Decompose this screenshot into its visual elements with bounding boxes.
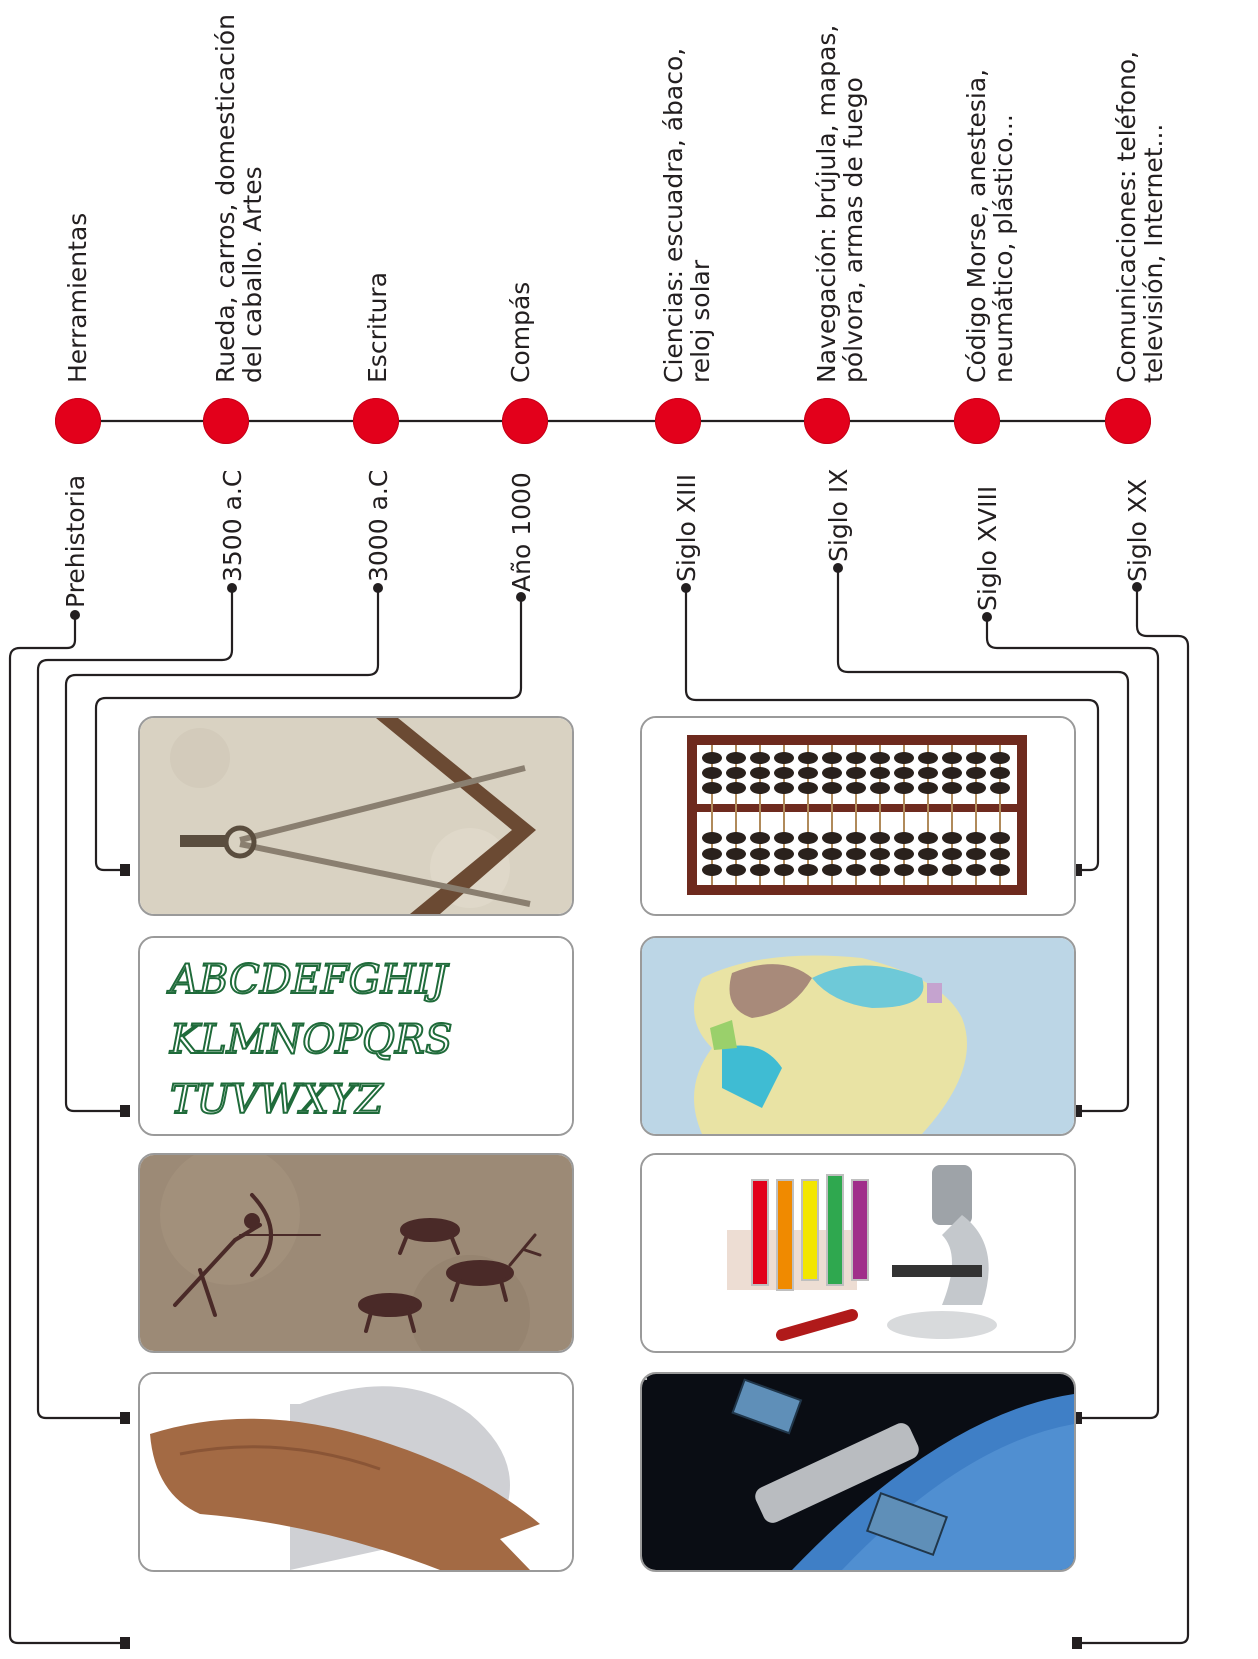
invention-label: Escritura bbox=[363, 271, 392, 383]
connector-prehistoria bbox=[8, 615, 128, 1645]
alphabet-writing-image: ABCDEFGHIJ KLMNOPQRS TUVWXYZ bbox=[138, 936, 574, 1136]
satellite-image bbox=[640, 1372, 1076, 1572]
connector-3000 bbox=[64, 588, 380, 1113]
cave-painting-image bbox=[138, 1153, 574, 1353]
map-image bbox=[640, 936, 1076, 1136]
timeline-node bbox=[55, 398, 101, 444]
connector-sigloIX bbox=[836, 568, 1130, 1113]
connector-sigloXIII bbox=[684, 588, 1100, 872]
connector-ano1000 bbox=[94, 597, 523, 872]
timeline-node bbox=[954, 398, 1000, 444]
invention-label: Herramientas bbox=[63, 212, 92, 383]
era-label: Prehistoria bbox=[61, 474, 90, 608]
era-label: Siglo XIII bbox=[672, 473, 701, 582]
timeline-node bbox=[804, 398, 850, 444]
era-label: Año 1000 bbox=[507, 472, 536, 592]
timeline-node bbox=[502, 398, 548, 444]
invention-label: Navegación: brújula, mapas,pólvora, arma… bbox=[812, 24, 868, 383]
invention-label: Compás bbox=[506, 281, 535, 383]
invention-label: Comunicaciones: teléfono,televisión, Int… bbox=[1112, 50, 1168, 383]
alphabet-row: ABCDEFGHIJ bbox=[166, 957, 449, 1003]
microscope-test-tubes-image bbox=[640, 1153, 1076, 1353]
era-label: Siglo IX bbox=[824, 468, 853, 562]
alphabet-row: TUVWXYZ bbox=[170, 1077, 384, 1123]
invention-label: Ciencias: escuadra, ábaco,reloj solar bbox=[659, 47, 715, 383]
timeline-node bbox=[1105, 398, 1151, 444]
timeline-node bbox=[353, 398, 399, 444]
timeline-node bbox=[655, 398, 701, 444]
alphabet-row: KLMNOPQRS bbox=[169, 1017, 452, 1063]
connector-sigloXVIII bbox=[985, 617, 1160, 1420]
compass-image bbox=[138, 716, 574, 916]
era-label: Siglo XVIII bbox=[973, 485, 1002, 611]
timeline-node bbox=[203, 398, 249, 444]
connector-3500 bbox=[36, 588, 234, 1420]
era-label: Siglo XX bbox=[1123, 478, 1152, 582]
abacus-image bbox=[640, 716, 1076, 916]
invention-label: Código Morse, anestesia,neumático, plást… bbox=[962, 68, 1018, 383]
era-label: 3000 a.C bbox=[364, 469, 393, 582]
connector-sigloXX bbox=[1076, 587, 1190, 1645]
stone-tool-image bbox=[138, 1372, 574, 1572]
era-label: 3500 a.C bbox=[218, 469, 247, 582]
